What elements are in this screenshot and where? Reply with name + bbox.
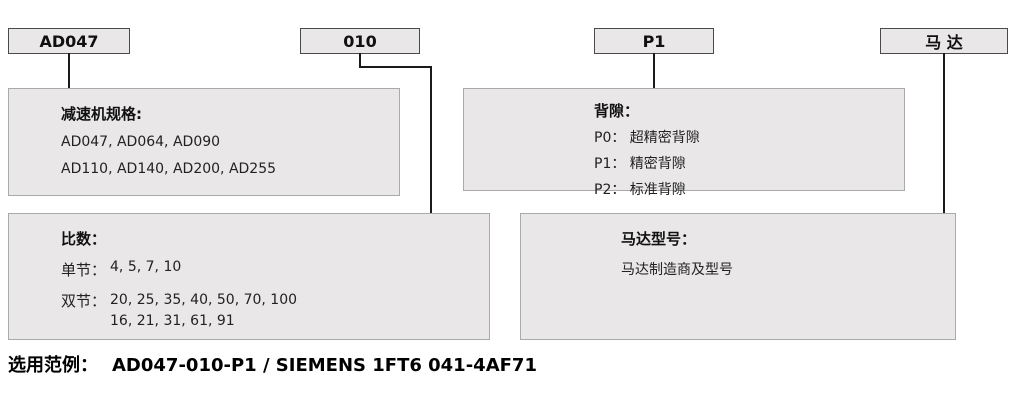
- connector-ratio-vertical-bottom: [430, 66, 432, 214]
- panel-motor-model-title: 马达型号：: [621, 230, 697, 248]
- gearbox-spec-line: AD047, AD064, AD090: [61, 134, 221, 150]
- ratio-double-row: 双节： 20, 25, 35, 40, 50, 70, 100 16, 21, …: [61, 290, 479, 332]
- backlash-option: P1： 精密背隙: [594, 156, 686, 172]
- code-label-gearbox-series: AD047: [39, 31, 99, 51]
- connector-gearbox-series: [68, 53, 70, 89]
- code-label-motor: 马 达: [925, 33, 963, 52]
- ratio-double-values-line2: 16, 21, 31, 61, 91: [110, 313, 235, 329]
- connector-ratio-vertical-top: [359, 53, 361, 68]
- code-box-backlash: P1: [594, 28, 714, 54]
- ratio-single-label: 单节：: [61, 261, 107, 279]
- backlash-option: P0： 超精密背隙: [594, 130, 700, 146]
- connector-motor: [943, 53, 945, 214]
- panel-backlash: 背隙： P0： 超精密背隙 P1： 精密背隙 P2： 标准背隙: [463, 88, 905, 198]
- ratio-double-values: 20, 25, 35, 40, 50, 70, 100 16, 21, 31, …: [110, 290, 297, 332]
- selection-example-value: AD047-010-P1 / SIEMENS 1FT6 041-4AF71: [112, 355, 537, 376]
- code-label-ratio: 010: [343, 31, 377, 51]
- panel-gearbox-spec: 减速机规格: AD047, AD064, AD090 AD110, AD140,…: [8, 88, 400, 196]
- selection-example: 选用范例： AD047-010-P1 / SIEMENS 1FT6 041-4AF…: [8, 351, 537, 377]
- panel-ratio: 比数： 单节： 4, 5, 7, 10 双节： 20, 25, 35, 40, …: [8, 213, 490, 340]
- motor-model-line: 马达制造商及型号: [621, 262, 733, 278]
- selection-example-label: 选用范例：: [8, 355, 98, 376]
- ratio-double-values-line1: 20, 25, 35, 40, 50, 70, 100: [110, 292, 298, 308]
- gearbox-spec-line: AD110, AD140, AD200, AD255: [61, 161, 277, 177]
- backlash-option: P2： 标准背隙: [594, 182, 686, 198]
- code-box-gearbox-series: AD047: [8, 28, 130, 54]
- code-label-backlash: P1: [642, 31, 666, 51]
- connector-ratio-horizontal: [359, 66, 432, 68]
- connector-backlash: [653, 53, 655, 89]
- code-box-ratio: 010: [300, 28, 420, 54]
- ratio-single-values: 4, 5, 7, 10: [110, 259, 182, 275]
- code-box-motor: 马 达: [880, 28, 1008, 54]
- panel-ratio-title: 比数：: [61, 230, 107, 248]
- ratio-double-label: 双节：: [61, 292, 107, 310]
- panel-backlash-title: 背隙：: [594, 102, 640, 120]
- panel-gearbox-spec-title: 减速机规格:: [61, 105, 142, 123]
- panel-motor-model: 马达型号： 马达制造商及型号: [520, 213, 956, 340]
- ratio-single-row: 单节： 4, 5, 7, 10: [61, 259, 479, 280]
